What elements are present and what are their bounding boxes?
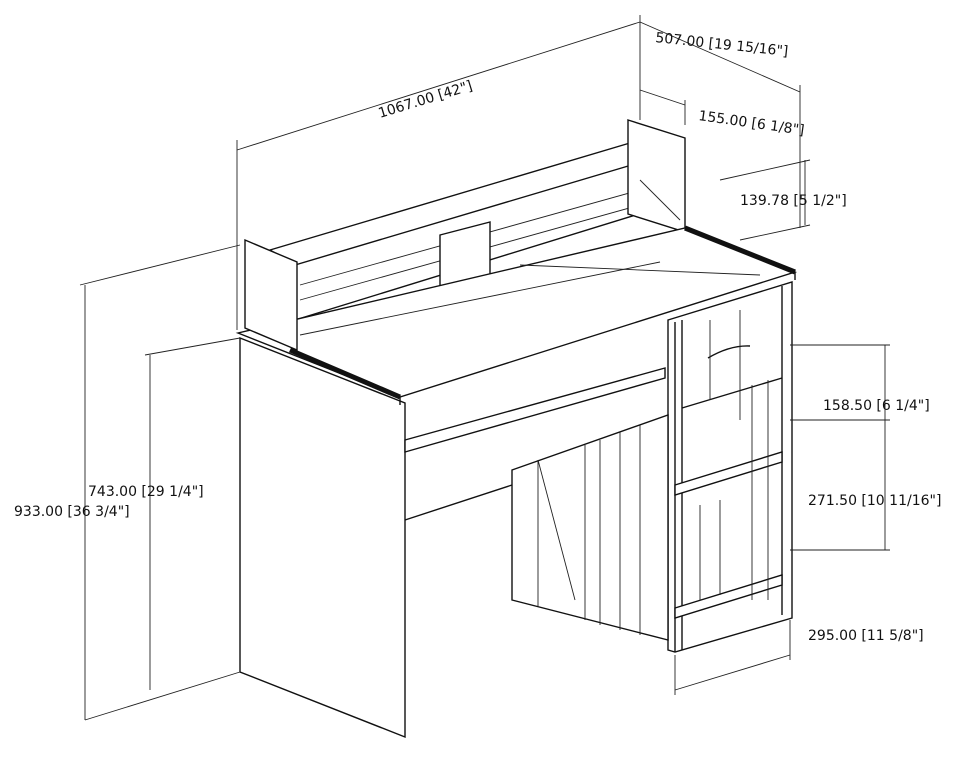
overall-depth-label: 507.00 [19 15/16"] [655,30,789,60]
overall-width-label: 1067.00 [42"] [376,78,474,122]
back-panel [511,310,769,641]
dimension-lines [79,15,890,721]
shelf-opening-label: 271.50 [10 11/16"] [808,493,941,509]
hutch-depth-label: 155.00 [6 1/8"] [697,108,805,139]
desk-illustration [235,119,798,739]
drawer-handle [707,345,751,359]
drawer-opening-label: 158.50 [6 1/4"] [823,398,930,414]
hutch-left-panel [244,238,298,352]
cabinet-shelf [674,451,783,496]
hutch-right-panel [627,119,686,233]
overall-height-label: 933.00 [36 3/4"] [14,504,130,520]
hutch-height-label: 139.78 [5 1/2"] [740,193,847,209]
desk-height-label: 743.00 [29 1/4"] [88,484,204,500]
left-side-panel [239,336,406,739]
keyboard-tray [404,367,666,453]
cabinet-width-label: 295.00 [11 5/8"] [808,628,924,644]
cabinet-bottom [674,574,783,619]
